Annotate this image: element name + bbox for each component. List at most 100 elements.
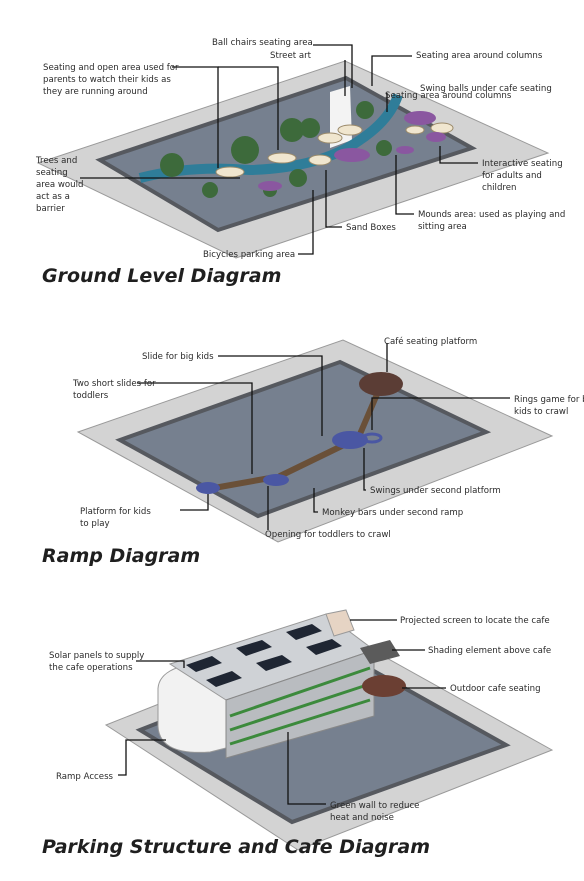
green-wall-band: [229, 698, 371, 746]
seat-disc: [215, 166, 245, 178]
label-solar-line1: Solar panels to supply: [49, 651, 144, 661]
platform-second: [332, 431, 368, 449]
leader-line: [137, 382, 253, 474]
mound: [396, 146, 414, 154]
leader-line: [180, 494, 209, 511]
leader-line: [218, 355, 323, 436]
ramp-title: Ramp Diagram: [42, 545, 200, 567]
seat-disc: [267, 152, 297, 164]
mound-areas: [258, 111, 446, 191]
label-seating-open-line1: Seating and open area used for: [43, 63, 179, 73]
label-mounds-line1: Mounds area: used as playing and: [418, 210, 565, 220]
leader-line: [395, 155, 414, 215]
ramp-diagram: Café seating platform Slide for big kids…: [42, 336, 584, 567]
ramp-segment: [211, 475, 273, 491]
solar-panel: [286, 624, 322, 640]
label-short-slides-line1: Two short slides for: [72, 379, 156, 389]
green-wall-band: [229, 666, 371, 718]
leader-line: [313, 488, 318, 513]
tree: [356, 101, 374, 119]
leader-line: [313, 44, 353, 88]
seat-disc: [337, 124, 363, 136]
label-street-art: Street art: [270, 51, 312, 61]
label-rings-line1: Rings game for big: [514, 395, 584, 405]
leader-line: [118, 739, 166, 776]
label-swings: Swings under second platform: [370, 486, 501, 496]
mound: [426, 132, 446, 142]
cafe-shading: [360, 640, 400, 664]
tree: [202, 182, 218, 198]
leader-line: [325, 170, 342, 228]
leader-line: [218, 66, 279, 150]
leader-line: [363, 448, 366, 491]
label-projected-screen: Projected screen to locate the cafe: [400, 616, 550, 626]
tree: [300, 118, 320, 138]
platform-cafe: [359, 372, 403, 396]
label-short-slides-line2: toddlers: [73, 391, 109, 401]
leader-line: [136, 660, 185, 668]
ramp-platforms: [196, 372, 403, 494]
label-seating-columns-overlap: Seating area around columns: [385, 91, 512, 101]
label-trees-line1: Trees and: [35, 156, 77, 166]
label-monkey-bars: Monkey bars under second ramp: [322, 508, 463, 518]
solar-panels: [186, 624, 342, 687]
parking-cafe-title: Parking Structure and Cafe Diagram: [42, 836, 430, 858]
projected-screen: [325, 609, 355, 637]
label-swing-balls: Swing balls under cafe seating: [420, 84, 552, 94]
solar-panel: [306, 639, 342, 655]
label-outdoor-seating: Outdoor cafe seating: [450, 684, 541, 694]
ground-level-diagram: Ball chairs seating area Street art Seat…: [35, 38, 565, 287]
label-trees-line5: barrier: [36, 204, 65, 214]
label-trees-line4: act as a: [36, 192, 70, 202]
label-cafe-platform: Café seating platform: [384, 336, 477, 347]
leader-line: [371, 55, 412, 86]
label-interactive-line1: Interactive seating: [482, 159, 563, 169]
label-bicycles: Bicycles parking area: [203, 250, 295, 260]
label-ramp-access: Ramp Access: [56, 772, 114, 782]
ramp-segment: [357, 389, 381, 437]
green-wall: [229, 666, 371, 746]
mound: [334, 148, 370, 162]
label-green-wall-line1: Green wall to reduce: [330, 801, 419, 811]
leader-line: [439, 146, 478, 164]
label-slide-big-kids: Slide for big kids: [142, 352, 214, 362]
label-solar-line2: the cafe operations: [49, 663, 133, 673]
seating-discs: [215, 122, 454, 178]
leader-line: [287, 732, 326, 805]
mound: [258, 181, 282, 191]
seat-disc: [430, 122, 454, 134]
ramp-segment: [277, 439, 353, 479]
tree: [231, 136, 259, 164]
solar-panel: [186, 656, 222, 672]
label-sand-boxes: Sand Boxes: [346, 223, 396, 233]
building-facade: [225, 649, 375, 759]
solar-panel: [256, 655, 292, 671]
label-trees-line3: area would: [36, 180, 83, 190]
ground-path: [138, 93, 403, 183]
label-seating-open-line2: parents to watch their kids as: [43, 75, 171, 85]
leader-line: [298, 190, 314, 255]
tree: [280, 118, 304, 142]
seat-disc: [405, 125, 425, 135]
rings-game: [361, 432, 383, 444]
cafe-deck: [362, 675, 406, 697]
label-mounds-line2: sitting area: [418, 222, 467, 232]
tree: [160, 153, 184, 177]
label-opening-toddlers: Opening for toddlers to crawl: [265, 530, 391, 540]
label-interactive-line2: for adults and: [482, 171, 542, 181]
label-trees-line2: seating: [36, 168, 68, 178]
label-seating-columns-top: Seating area around columns: [416, 51, 543, 61]
label-green-wall-line2: heat and noise: [330, 813, 394, 823]
ground-level-title: Ground Level Diagram: [42, 265, 281, 287]
platform-toddlers: [263, 474, 289, 486]
tree: [376, 140, 392, 156]
ramp-walkways: [211, 389, 381, 491]
label-interactive-line3: children: [482, 183, 516, 193]
mound: [404, 111, 436, 125]
label-rings-line2: kids to crawl: [514, 407, 568, 417]
label-seating-open-line3: they are running around: [43, 87, 148, 97]
solar-panel: [236, 640, 272, 656]
tree: [289, 169, 307, 187]
label-shading: Shading element above cafe: [428, 646, 551, 656]
